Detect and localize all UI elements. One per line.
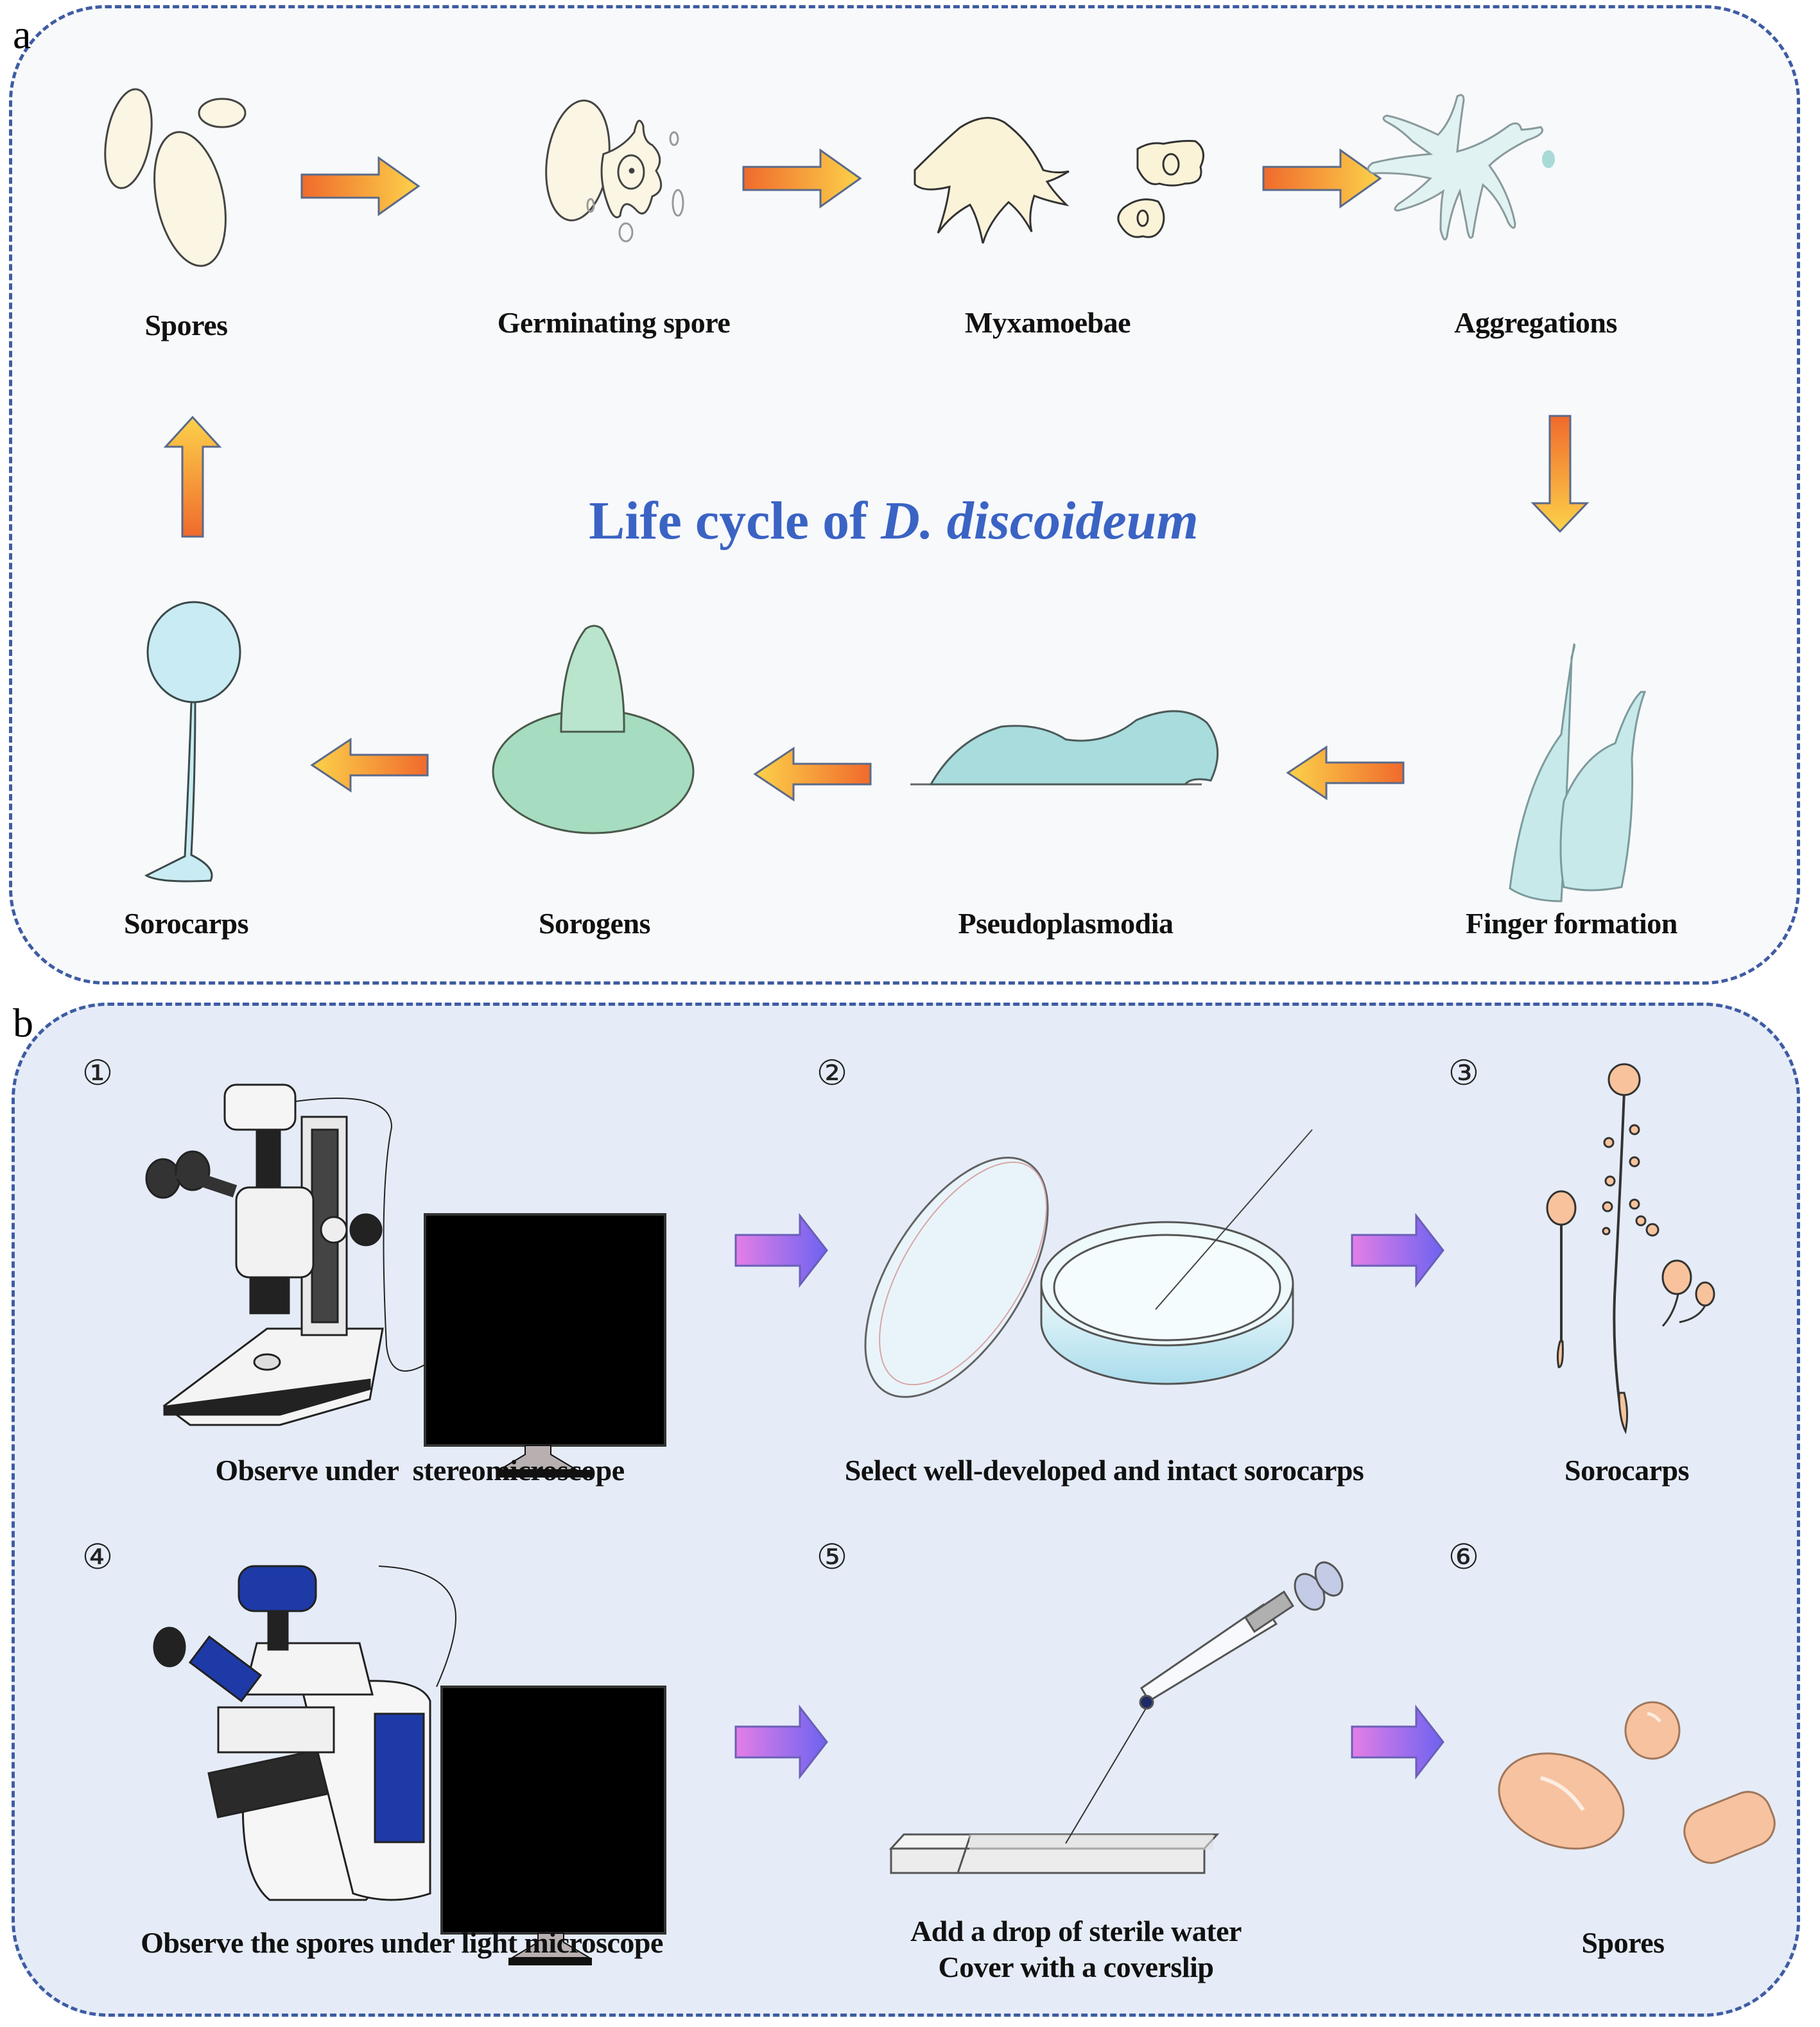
- step-number-2: ②: [816, 1054, 848, 1092]
- life-cycle-title: Life cycle of D. discoideum: [589, 494, 1198, 548]
- title-species: D. discoideum: [881, 491, 1199, 551]
- spores-b-illustration: [1498, 1701, 1776, 1864]
- step-label-1: Observe under stereomicroscope: [215, 1454, 625, 1487]
- spores-illustration: [104, 88, 247, 267]
- aggregations-illustration: [1367, 94, 1555, 241]
- title-prefix: Life cycle of: [589, 491, 881, 551]
- stage-label-finger-formation: Finger formation: [1466, 907, 1677, 940]
- petri-dish-illustration: [864, 1129, 1313, 1398]
- step-number-6: ⑥: [1448, 1538, 1480, 1576]
- arrow-right-2: [742, 148, 862, 209]
- stage-label-myxamoebae: Myxamoebae: [964, 306, 1131, 339]
- stage-label-pseudoplasmodia: Pseudoplasmodia: [958, 907, 1174, 940]
- stage-label-spores: Spores: [144, 309, 228, 341]
- step-label-6: Spores: [1581, 1926, 1665, 1959]
- step-number-1: ①: [82, 1054, 114, 1092]
- slide-and-syringe-illustration: [888, 1561, 1344, 1874]
- light-microscope-illustration: [153, 1565, 431, 1901]
- step-label-5-line2: Cover with a coverslip: [938, 1951, 1214, 1983]
- finger-formation-illustration: [1509, 643, 1647, 902]
- stage-label-sorocarps: Sorocarps: [124, 907, 249, 940]
- arrow-right-3: [1262, 148, 1382, 209]
- arrow-right-1: [300, 156, 420, 216]
- step-number-5: ⑤: [816, 1538, 848, 1576]
- arrow-left-2: [753, 746, 872, 802]
- germinating-spore-illustration: [545, 99, 684, 243]
- stereomicroscope-illustration: [145, 1083, 464, 1426]
- panel-b-letter: b: [13, 1000, 33, 1046]
- step-number-3: ③: [1448, 1054, 1480, 1092]
- step-label-4: Observe the spores under light microscop…: [141, 1926, 663, 1959]
- sorocarps-b-illustration: [1546, 1063, 1715, 1435]
- myxamoebae-illustration: [914, 117, 1204, 244]
- panel-a-life-cycle: [9, 5, 1800, 985]
- arrow-b-1: [734, 1212, 828, 1288]
- step-label-3: Sorocarps: [1564, 1454, 1690, 1487]
- step-number-4: ④: [82, 1538, 114, 1576]
- arrow-b-2: [1351, 1212, 1444, 1288]
- arrow-left-3: [310, 737, 429, 793]
- stage-label-sorogens: Sorogens: [538, 907, 651, 940]
- arrow-up: [163, 415, 222, 538]
- monitor-2: [378, 1566, 666, 1965]
- arrow-b-4: [1351, 1704, 1444, 1780]
- arrow-down: [1530, 415, 1590, 533]
- stage-label-germinating-spore: Germinating spore: [497, 306, 731, 339]
- step-label-5-line1: Add a drop of sterile water: [910, 1915, 1242, 1947]
- sorocarps-illustration: [144, 601, 241, 883]
- monitor-1: [424, 1213, 666, 1478]
- arrow-b-3: [734, 1704, 828, 1780]
- stage-label-aggregations: Aggregations: [1454, 306, 1617, 339]
- pseudoplasmodia-illustration: [910, 710, 1219, 786]
- sorogens-illustration: [492, 625, 695, 834]
- step-label-2: Select well-developed and intact sorocar…: [844, 1454, 1364, 1487]
- arrow-left-1: [1286, 745, 1405, 800]
- panel-a-letter: a: [13, 12, 31, 57]
